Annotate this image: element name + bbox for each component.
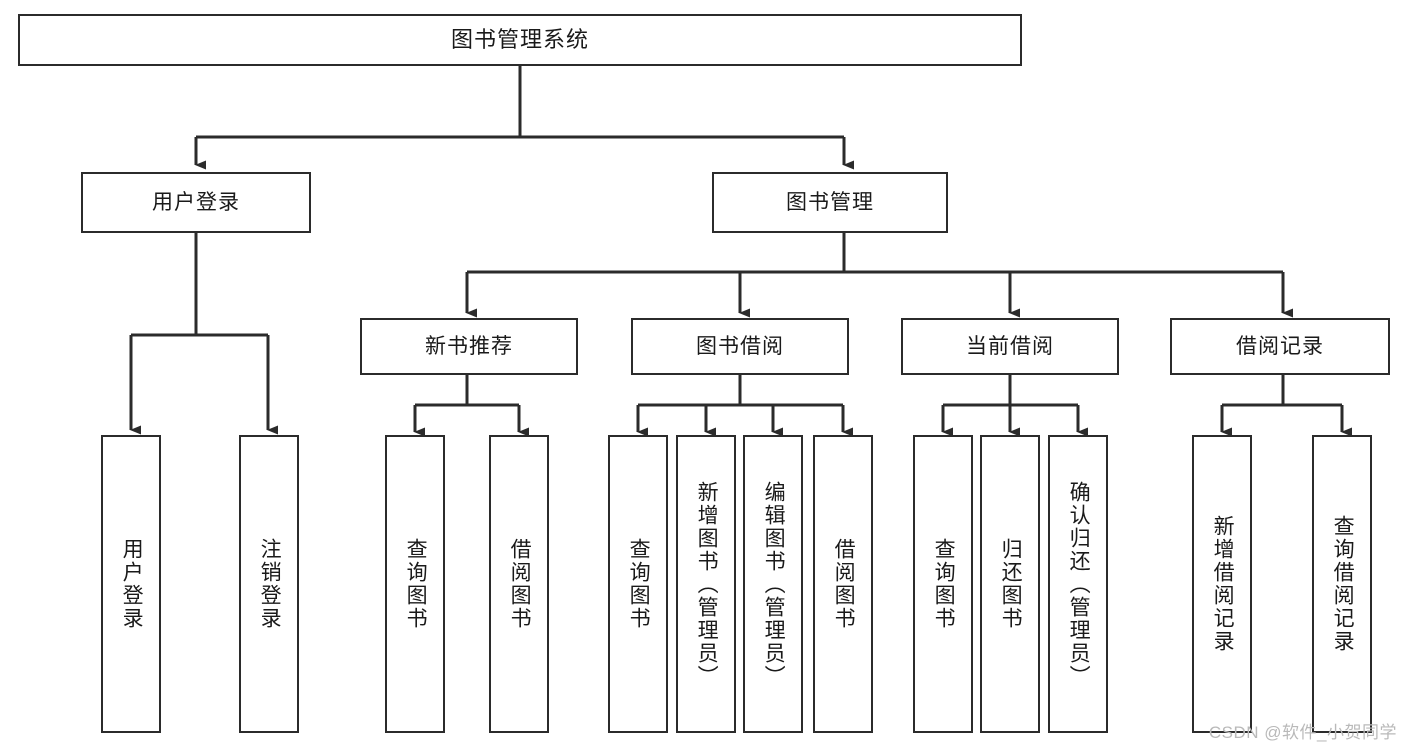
node-current-borrow[interactable]: 当前借阅 bbox=[901, 318, 1119, 375]
leaf-records-query-record[interactable]: 查询借阅记录 bbox=[1312, 435, 1372, 733]
node-label: 查询借阅记录 bbox=[1331, 515, 1355, 653]
leaf-borrow-query-book[interactable]: 查询图书 bbox=[608, 435, 668, 733]
node-label: 图书借阅 bbox=[696, 334, 784, 358]
node-label: 确认归还（管理员） bbox=[1067, 480, 1091, 688]
node-label: 新增借阅记录 bbox=[1211, 515, 1235, 653]
node-label: 新增图书（管理员） bbox=[695, 480, 719, 688]
node-book-management[interactable]: 图书管理 bbox=[712, 172, 948, 233]
node-label: 借阅图书 bbox=[832, 538, 856, 630]
node-user-login[interactable]: 用户登录 bbox=[81, 172, 311, 233]
node-label: 当前借阅 bbox=[966, 334, 1054, 358]
node-label: 注销登录 bbox=[258, 538, 282, 630]
node-root-system[interactable]: 图书管理系统 bbox=[18, 14, 1022, 66]
node-label: 用户登录 bbox=[120, 538, 144, 630]
node-label: 借阅记录 bbox=[1236, 334, 1324, 358]
leaf-borrow-borrow-book[interactable]: 借阅图书 bbox=[813, 435, 873, 733]
leaf-user-login[interactable]: 用户登录 bbox=[101, 435, 161, 733]
node-new-book-recommend[interactable]: 新书推荐 bbox=[360, 318, 578, 375]
node-label: 借阅图书 bbox=[508, 538, 532, 630]
csdn-watermark: CSDN @软件_小贺同学 bbox=[1208, 723, 1397, 742]
node-label: 查询图书 bbox=[932, 538, 956, 630]
node-label: 用户登录 bbox=[152, 190, 240, 214]
node-borrow-records[interactable]: 借阅记录 bbox=[1170, 318, 1390, 375]
leaf-current-return-book[interactable]: 归还图书 bbox=[980, 435, 1040, 733]
leaf-borrow-edit-book-admin[interactable]: 编辑图书（管理员） bbox=[743, 435, 803, 733]
leaf-current-query-book[interactable]: 查询图书 bbox=[913, 435, 973, 733]
node-label: 归还图书 bbox=[999, 538, 1023, 630]
leaf-newbook-borrow-book[interactable]: 借阅图书 bbox=[489, 435, 549, 733]
leaf-user-logout[interactable]: 注销登录 bbox=[239, 435, 299, 733]
node-book-borrow[interactable]: 图书借阅 bbox=[631, 318, 849, 375]
leaf-current-confirm-return-admin[interactable]: 确认归还（管理员） bbox=[1048, 435, 1108, 733]
node-label: 查询图书 bbox=[627, 538, 651, 630]
node-label: 新书推荐 bbox=[425, 334, 513, 358]
leaf-newbook-query-book[interactable]: 查询图书 bbox=[385, 435, 445, 733]
node-label: 图书管理系统 bbox=[450, 26, 589, 52]
leaf-records-add-record[interactable]: 新增借阅记录 bbox=[1192, 435, 1252, 733]
node-label: 查询图书 bbox=[404, 538, 428, 630]
node-label: 图书管理 bbox=[786, 190, 874, 214]
leaf-borrow-add-book-admin[interactable]: 新增图书（管理员） bbox=[676, 435, 736, 733]
node-label: 编辑图书（管理员） bbox=[762, 480, 786, 688]
